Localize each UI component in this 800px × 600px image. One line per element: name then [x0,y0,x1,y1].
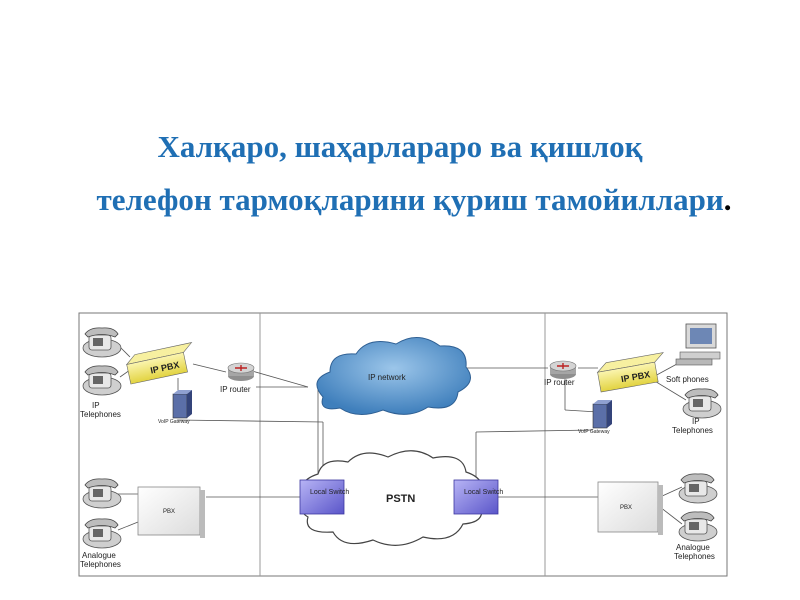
analogue-phone-icon [678,511,718,542]
pbx-left-label: PBX [163,509,175,515]
ip-phone-icon [82,327,122,358]
voip-gateway-left-icon [172,389,193,419]
page-title-line-1: Халқаро, шаҳарлараро ва қишлоқ [157,129,643,164]
ip-router-right-label: IP router [544,378,575,387]
ip-router-left-icon [227,362,255,382]
ip-network-cloud: IP network [316,337,471,415]
soft-phones-label: Soft phones [666,375,709,384]
ip-phones-right-label: IP Telephones [672,417,713,435]
ip-router-left-label: IP router [220,385,251,394]
analogue-phone-icon [82,478,122,509]
ip-pbx-left: IP PBX [125,342,193,385]
pbx-right: PBX [597,481,663,535]
ip-phone-icon [82,365,122,396]
title-period: . [723,182,732,217]
local-switch-right-label: Local Switch [464,489,503,496]
local-switch-left: Local Switch [299,479,349,515]
analogue-right-line-1: Analogue [676,543,710,552]
page-title-line-2: телефон тармоқларини қуриш тамойиллари. [96,182,732,217]
local-switch-left-label: Local Switch [310,489,349,496]
analogue-right-line-2: Telephones [674,552,715,561]
voip-gateway-right-icon [592,399,613,429]
ip-router-right-icon [549,360,577,380]
analogue-left-line-2: Telephones [80,560,121,569]
analogue-phone-icon [678,473,718,504]
analogue-phone-icon [82,518,122,549]
analogue-left-label: Analogue Telephones [80,551,121,569]
ip-phones-left-line-1: IP [92,401,99,410]
pstn-label: PSTN [386,493,415,505]
voip-gateway-left-label: VoIP Gateway [158,419,190,425]
pbx-right-label: PBX [620,505,632,511]
ip-network-label: IP network [368,373,407,382]
ip-phones-right-line-2: Telephones [672,426,713,435]
network-diagram: IP PBX IP router VoIP Gateway IP Telepho… [78,312,728,577]
analogue-right-label: Analogue Telephones [674,543,715,561]
ip-pbx-right: IP PBX [596,352,664,393]
ip-phones-right-line-1: IP [692,417,699,426]
pbx-left: PBX [137,486,205,538]
ip-phones-left-line-2: Telephones [80,410,121,419]
voip-gateway-right-label: VoIP Gateway [578,429,610,435]
soft-phone-computer-icon [675,323,721,366]
ip-phones-left-label: IP Telephones [80,401,121,419]
ip-phone-icon [682,388,722,419]
local-switch-right: Local Switch [453,479,503,515]
analogue-left-line-1: Analogue [82,551,116,560]
